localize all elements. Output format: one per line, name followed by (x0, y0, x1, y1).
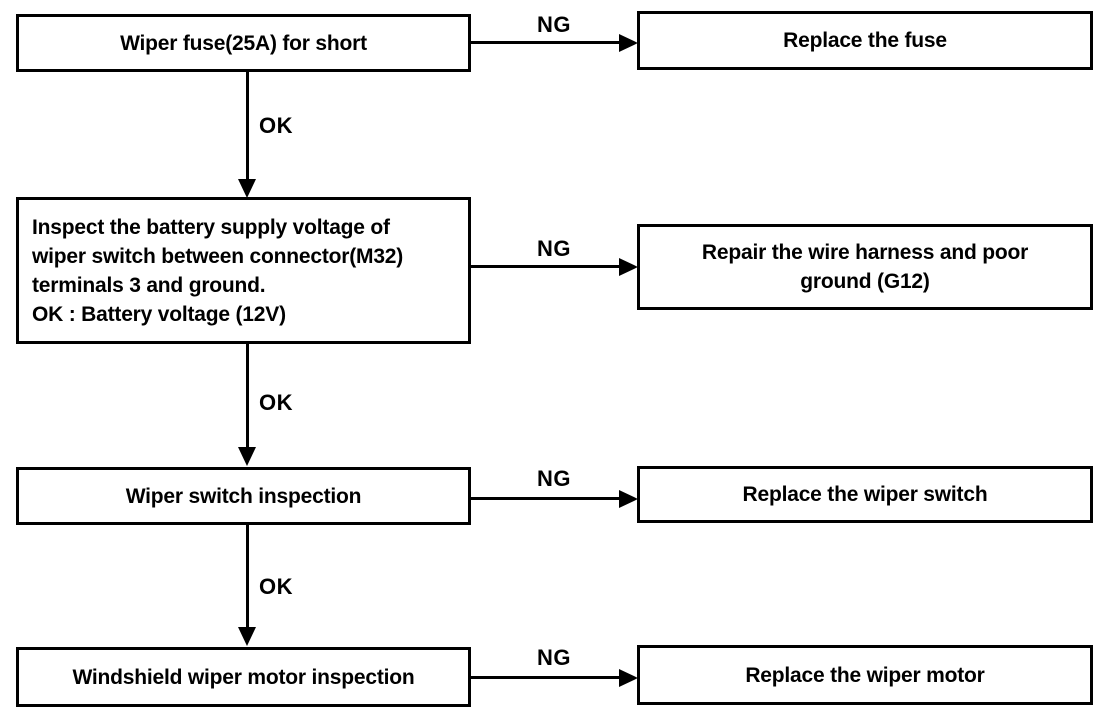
ok-connector-line-2 (246, 344, 249, 448)
arrow-right-icon (619, 490, 638, 508)
step-box-wiper-fuse-check: Wiper fuse(25A) for short (16, 14, 471, 72)
ok-label-3: OK (259, 574, 293, 599)
arrow-right-icon (619, 669, 638, 687)
action-box-replace-wiper-switch: Replace the wiper switch (637, 466, 1093, 523)
arrow-right-icon (619, 258, 638, 276)
ok-label-1: OK (259, 113, 293, 138)
arrow-down-icon (238, 627, 256, 646)
step-box-wiper-switch-inspection: Wiper switch inspection (16, 467, 471, 525)
ok-label-2: OK (259, 390, 293, 415)
ng-connector-line-4 (471, 676, 621, 679)
step-box-wiper-motor-inspection: Windshield wiper motor inspection (16, 647, 471, 707)
ng-connector-line-3 (471, 497, 621, 500)
ng-label-1: NG (537, 12, 571, 37)
step-box-battery-voltage-check: Inspect the battery supply voltage of wi… (16, 197, 471, 344)
ng-label-2: NG (537, 236, 571, 261)
action-box-replace-wiper-motor: Replace the wiper motor (637, 645, 1093, 705)
arrow-down-icon (238, 447, 256, 466)
action-box-repair-harness: Repair the wire harness and poor ground … (637, 224, 1093, 310)
ng-connector-line-1 (471, 41, 621, 44)
ok-connector-line-1 (246, 72, 249, 180)
ok-connector-line-3 (246, 525, 249, 628)
arrow-right-icon (619, 34, 638, 52)
ng-connector-line-2 (471, 265, 621, 268)
ng-label-4: NG (537, 645, 571, 670)
ng-label-3: NG (537, 466, 571, 491)
action-box-replace-fuse: Replace the fuse (637, 11, 1093, 70)
arrow-down-icon (238, 179, 256, 198)
